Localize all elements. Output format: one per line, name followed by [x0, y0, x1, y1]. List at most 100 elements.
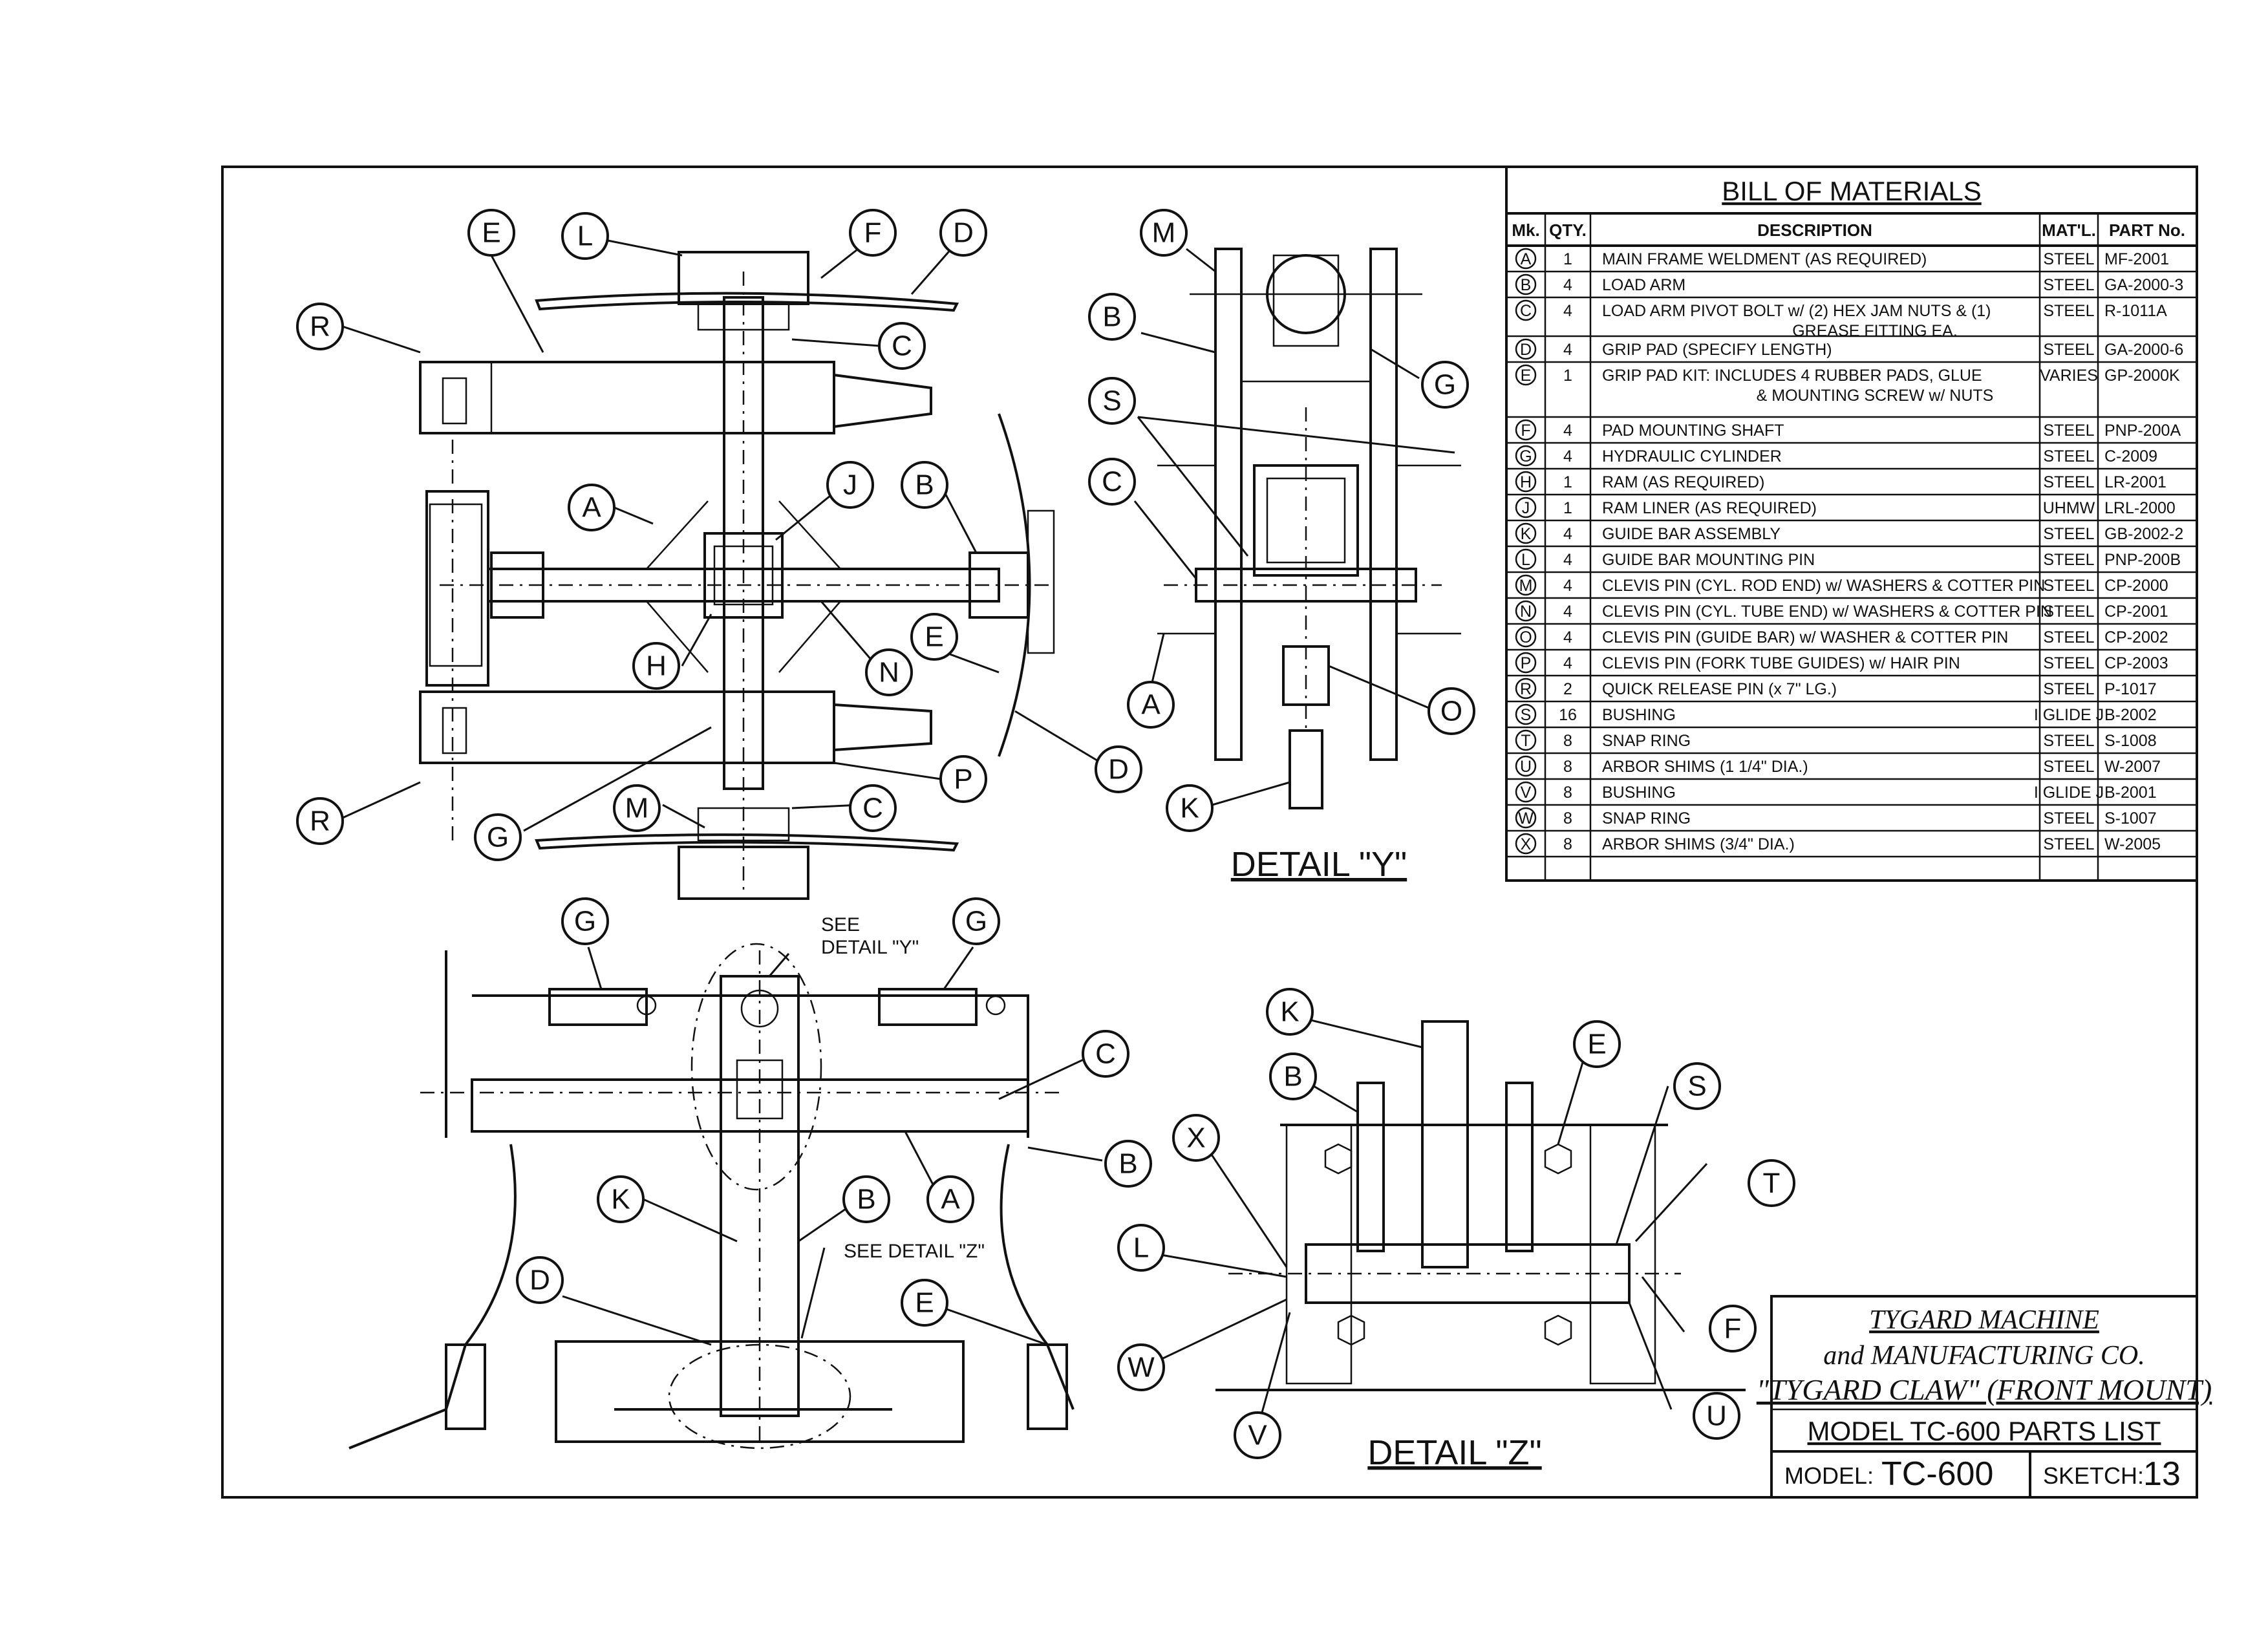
callout-bubble: B	[1088, 293, 1136, 341]
mark-circle	[1515, 419, 1537, 441]
bom-qty: 1	[1563, 473, 1572, 491]
detail-y-label: DETAIL "Y"	[1231, 845, 1407, 884]
bom-header-qty: QTY.	[1549, 220, 1587, 240]
bom-mark: W	[1518, 809, 1534, 828]
bom-part-no: CP-2002	[2104, 628, 2168, 647]
callout-bubble: K	[1166, 784, 1214, 832]
bom-description: LOAD ARM	[1602, 276, 1685, 294]
svg-text:M: M	[625, 793, 649, 824]
bom-mark: N	[1520, 603, 1532, 621]
svg-text:V: V	[1248, 1420, 1267, 1451]
callout-bubble: E	[910, 613, 958, 661]
bom-qty: 4	[1563, 422, 1572, 440]
model-value: TC-600	[1881, 1455, 1993, 1493]
bom-mark: C	[1520, 302, 1532, 320]
mark-circle	[1515, 600, 1537, 622]
mark-circle	[1515, 548, 1537, 570]
model-label: MODEL:	[1784, 1462, 1874, 1489]
bom-mark: V	[1521, 784, 1532, 802]
callout-bubble: K	[597, 1175, 645, 1223]
bom-qty: 4	[1563, 302, 1572, 320]
bom-mark: D	[1520, 341, 1532, 359]
callout-bubble: F	[1709, 1305, 1757, 1352]
callout-bubble: S	[1088, 377, 1136, 425]
sketch-label: SKETCH:	[2043, 1462, 2144, 1489]
callout-bubble: L	[561, 212, 609, 260]
svg-text:G: G	[574, 906, 596, 937]
callout-bubble: O	[1428, 687, 1475, 735]
callout-bubble: B	[901, 461, 948, 509]
bom-description: ARBOR SHIMS (3/4" DIA.)	[1602, 835, 1795, 853]
bom-description: CLEVIS PIN (FORK TUBE GUIDES) w/ HAIR PI…	[1602, 654, 1960, 672]
bom-description: CLEVIS PIN (CYL. ROD END) w/ WASHERS & C…	[1602, 577, 2045, 595]
svg-text:S: S	[1102, 385, 1121, 417]
bom-part-no: LR-2001	[2104, 473, 2166, 491]
svg-text:R: R	[310, 311, 330, 343]
bom-description-line2: GREASE FITTING EA.	[1792, 322, 1958, 340]
callout-bubble: E	[1573, 1020, 1621, 1068]
bom-part-no: W-2005	[2104, 835, 2161, 853]
bom-mark: T	[1521, 732, 1530, 750]
callout-bubble: C	[849, 784, 897, 832]
bom-description: QUICK RELEASE PIN (x 7" LG.)	[1602, 680, 1837, 698]
bom-description: CLEVIS PIN (GUIDE BAR) w/ WASHER & COTTE…	[1602, 628, 2008, 647]
bom-description: GUIDE BAR MOUNTING PIN	[1602, 551, 1815, 569]
callout-bubble: P	[939, 755, 987, 803]
bom-material: STEEL	[2043, 302, 2094, 320]
svg-text:D: D	[530, 1265, 550, 1296]
svg-text:E: E	[482, 217, 500, 249]
mark-circle	[1515, 703, 1537, 725]
bom-description: SNAP RING	[1602, 809, 1691, 828]
bom-mark: M	[1519, 577, 1533, 595]
callout-bubble: B	[1104, 1140, 1152, 1188]
bom-part-no: B-2002	[2104, 706, 2157, 724]
bom-part-no: W-2007	[2104, 758, 2161, 776]
bom-part-no: CP-2001	[2104, 603, 2168, 621]
bom-part-no: GB-2002-2	[2104, 525, 2183, 543]
bom-qty: 8	[1563, 732, 1572, 750]
bom-mark: G	[1519, 447, 1532, 465]
callout-bubble: M	[1140, 209, 1188, 257]
svg-text:C: C	[862, 793, 883, 824]
svg-text:G: G	[965, 906, 987, 937]
detail-z-label: DETAIL "Z"	[1367, 1433, 1541, 1472]
bom-description: GRIP PAD (SPECIFY LENGTH)	[1602, 341, 1832, 359]
callout-bubble: T	[1748, 1159, 1795, 1207]
svg-text:U: U	[1706, 1400, 1727, 1432]
mark-circle	[1515, 833, 1537, 855]
bom-part-no: C-2009	[2104, 447, 2157, 465]
bom-material: STEEL	[2043, 835, 2094, 853]
callout-bubble: B	[1269, 1053, 1317, 1100]
bom-part-no: B-2001	[2104, 784, 2157, 802]
sketch-value: 13	[2143, 1455, 2181, 1493]
bom-qty: 8	[1563, 784, 1572, 802]
callout-bubble: G	[952, 897, 1000, 945]
front-view	[348, 943, 1075, 1449]
mark-circle	[1515, 364, 1537, 386]
bom-material: STEEL	[2043, 628, 2094, 647]
bom-material: STEEL	[2043, 732, 2094, 750]
callout-bubble: C	[1088, 458, 1136, 506]
svg-text:H: H	[646, 650, 667, 682]
bom-mark: L	[1521, 551, 1530, 569]
callout-bubble: C	[878, 322, 926, 370]
svg-text:C: C	[1095, 1038, 1116, 1070]
bom-material: UHMW	[2043, 499, 2095, 517]
svg-text:L: L	[1133, 1232, 1149, 1264]
mark-circle	[1515, 807, 1537, 829]
bom-qty: 4	[1563, 276, 1572, 294]
bom-qty: 4	[1563, 447, 1572, 465]
callout-bubble: U	[1693, 1392, 1740, 1440]
bom-description: CLEVIS PIN (CYL. TUBE END) w/ WASHERS & …	[1602, 603, 2052, 621]
mark-circle	[1515, 445, 1537, 467]
